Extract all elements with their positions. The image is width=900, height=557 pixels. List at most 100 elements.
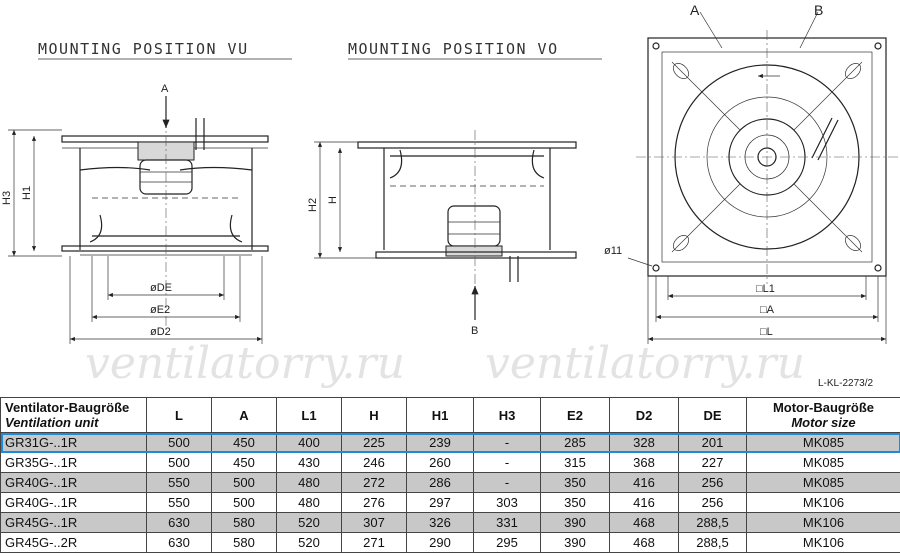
cell-de: 288,5 xyxy=(679,513,747,533)
vu-de-label: øDE xyxy=(150,282,172,294)
dimensions-table: Ventilator-Baugröße Ventilation unit L A… xyxy=(0,397,900,553)
cell-e2: 350 xyxy=(541,493,610,513)
cell-motor: MK085 xyxy=(747,433,900,453)
col-motor-header-de: Motor-Baugröße xyxy=(773,400,874,415)
cell-unit: GR40G-..1R xyxy=(1,493,147,513)
col-unit-header: Ventilator-Baugröße Ventilation unit xyxy=(1,398,147,433)
col-h3-header: H3 xyxy=(474,398,541,433)
cell-l: 500 xyxy=(147,433,212,453)
vo-h2-label: H2 xyxy=(307,198,319,212)
plan-a-label: □A xyxy=(760,304,775,316)
cell-h1: 290 xyxy=(407,533,474,553)
cell-d2: 328 xyxy=(610,433,679,453)
cell-unit: GR31G-..1R xyxy=(1,433,147,453)
cell-h1: 297 xyxy=(407,493,474,513)
cell-motor: MK106 xyxy=(747,493,900,513)
cell-a: 580 xyxy=(212,533,277,553)
col-l1-header: L1 xyxy=(277,398,342,433)
vu-arrow-label: A xyxy=(161,83,169,95)
vo-view: B H2 H xyxy=(307,130,576,337)
cell-motor: MK106 xyxy=(747,513,900,533)
plan-hole-label: ø11 xyxy=(604,245,622,257)
table-row[interactable]: GR31G-..1R500450400225239-285328201MK085 xyxy=(1,433,900,453)
col-h1-header: H1 xyxy=(407,398,474,433)
cell-h1: 286 xyxy=(407,473,474,493)
col-l-header: L xyxy=(147,398,212,433)
cell-h3: 295 xyxy=(474,533,541,553)
cell-l1: 480 xyxy=(277,493,342,513)
col-motor-header: Motor-Baugröße Motor size xyxy=(747,398,900,433)
vo-arrow-label: B xyxy=(471,325,478,337)
cell-h: 271 xyxy=(342,533,407,553)
cell-a: 580 xyxy=(212,513,277,533)
cell-d2: 416 xyxy=(610,493,679,513)
cell-d2: 416 xyxy=(610,473,679,493)
table-row[interactable]: GR40G-..1R550500480276297303350416256MK1… xyxy=(1,493,900,513)
cell-a: 500 xyxy=(212,493,277,513)
watermark-right: ventilatorry.ru xyxy=(485,338,805,389)
cell-d2: 468 xyxy=(610,513,679,533)
vu-h3-label: H3 xyxy=(1,191,13,205)
cell-h1: 260 xyxy=(407,453,474,473)
cell-l1: 480 xyxy=(277,473,342,493)
cell-l1: 430 xyxy=(277,453,342,473)
cell-a: 450 xyxy=(212,433,277,453)
cell-unit: GR40G-..1R xyxy=(1,473,147,493)
cell-motor: MK085 xyxy=(747,473,900,493)
cell-l: 500 xyxy=(147,453,212,473)
cell-h1: 239 xyxy=(407,433,474,453)
cell-h1: 326 xyxy=(407,513,474,533)
table-row[interactable]: GR45G-..1R630580520307326331390468288,5M… xyxy=(1,513,900,533)
vu-d2-label: øD2 xyxy=(150,326,171,338)
col-de-header: DE xyxy=(679,398,747,433)
cell-h: 307 xyxy=(342,513,407,533)
cell-h3: - xyxy=(474,453,541,473)
col-unit-header-en: Ventilation unit xyxy=(5,415,142,430)
vu-h1-label: H1 xyxy=(21,186,33,200)
plan-b-top-label: B xyxy=(814,2,823,18)
cell-e2: 315 xyxy=(541,453,610,473)
cell-h: 246 xyxy=(342,453,407,473)
cell-unit: GR45G-..2R xyxy=(1,533,147,553)
cell-unit: GR35G-..1R xyxy=(1,453,147,473)
cell-de: 227 xyxy=(679,453,747,473)
cell-l: 630 xyxy=(147,533,212,553)
cell-e2: 390 xyxy=(541,513,610,533)
plan-l-label: □L xyxy=(760,326,773,338)
cell-h3: 303 xyxy=(474,493,541,513)
cell-h3: 331 xyxy=(474,513,541,533)
vo-h-label: H xyxy=(327,196,339,204)
table-row[interactable]: GR35G-..1R500450430246260-315368227MK085 xyxy=(1,453,900,473)
cell-h: 272 xyxy=(342,473,407,493)
cell-l1: 520 xyxy=(277,533,342,553)
col-unit-header-de: Ventilator-Baugröße xyxy=(5,400,129,415)
cell-l: 550 xyxy=(147,493,212,513)
table-row[interactable]: GR45G-..2R630580520271290295390468288,5M… xyxy=(1,533,900,553)
cell-a: 500 xyxy=(212,473,277,493)
cell-l1: 520 xyxy=(277,513,342,533)
table-header-row: Ventilator-Baugröße Ventilation unit L A… xyxy=(1,398,900,433)
cell-h: 225 xyxy=(342,433,407,453)
plan-a-top-label: A xyxy=(690,2,700,18)
table-row[interactable]: GR40G-..1R550500480272286-350416256MK085 xyxy=(1,473,900,493)
vu-e2-label: øE2 xyxy=(150,304,170,316)
col-e2-header: E2 xyxy=(541,398,610,433)
cell-motor: MK085 xyxy=(747,453,900,473)
cell-e2: 350 xyxy=(541,473,610,493)
cell-de: 288,5 xyxy=(679,533,747,553)
vo-title: MOUNTING POSITION VO xyxy=(348,40,559,58)
vu-title: MOUNTING POSITION VU xyxy=(38,40,249,58)
cell-de: 256 xyxy=(679,473,747,493)
plan-view: A B ø11 □L1 □A □L xyxy=(604,2,898,344)
cell-de: 201 xyxy=(679,433,747,453)
cell-l: 630 xyxy=(147,513,212,533)
plan-l1-label: □L1 xyxy=(756,283,775,295)
vu-view: A H3 H1 øDE øE2 øD2 xyxy=(1,83,268,344)
cell-l1: 400 xyxy=(277,433,342,453)
drawing-reference: L-KL-2273/2 xyxy=(818,378,873,389)
cell-e2: 285 xyxy=(541,433,610,453)
col-d2-header: D2 xyxy=(610,398,679,433)
cell-h3: - xyxy=(474,473,541,493)
col-a-header: A xyxy=(212,398,277,433)
cell-unit: GR45G-..1R xyxy=(1,513,147,533)
